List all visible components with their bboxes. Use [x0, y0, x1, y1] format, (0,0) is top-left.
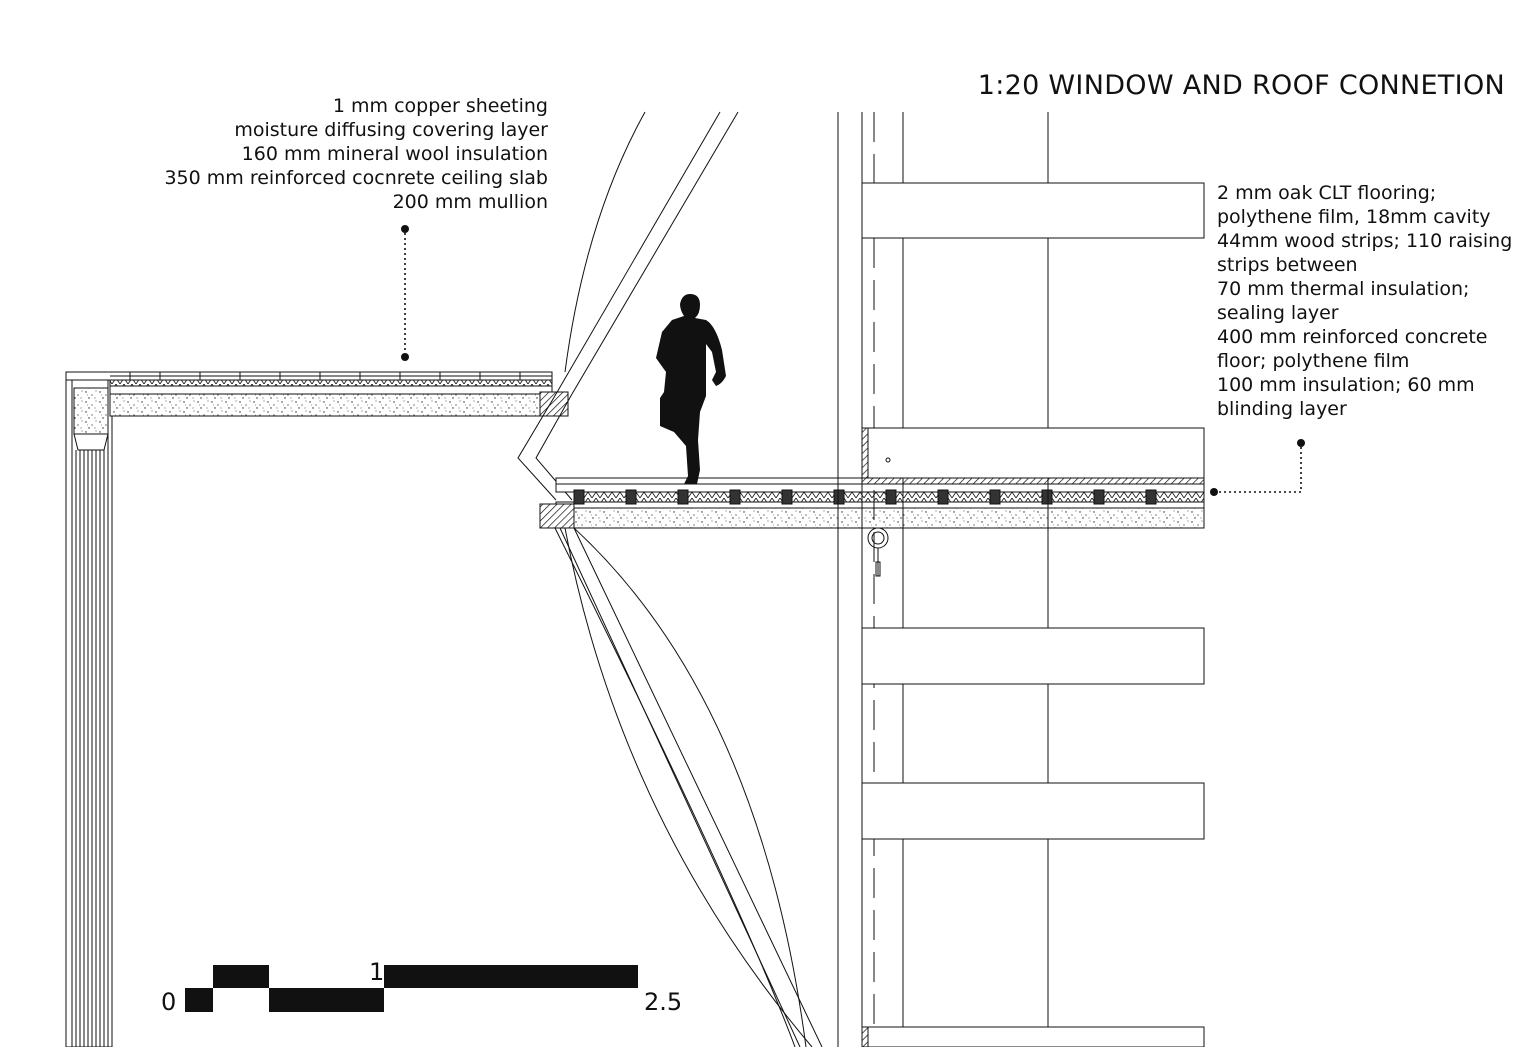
floor-note-line: 400 mm reinforced concrete — [1217, 326, 1488, 348]
roof-note-line: 200 mm mullion — [392, 191, 548, 213]
floor-note-line: 70 mm thermal insulation; — [1217, 278, 1470, 300]
drawing-title: 1:20 WINDOW AND ROOF CONNETION — [977, 70, 1505, 101]
left-column — [65, 371, 113, 1047]
floor-note-line: sealing layer — [1217, 302, 1339, 324]
roof-slab — [65, 371, 569, 417]
scale-label-0: 0 — [161, 988, 177, 1016]
roof-callout-text: 1 mm copper sheeting moisture diffusing … — [100, 94, 548, 214]
roof-note-line: 160 mm mineral wool insulation — [241, 143, 548, 165]
right-wall — [837, 112, 1205, 1047]
floor-callout-text: 2 mm oak CLT flooring; polythene film, 1… — [1217, 181, 1517, 421]
floor-note-line: polythene film, 18mm cavity — [1217, 206, 1491, 228]
floor-note-line: 2 mm oak CLT flooring; — [1217, 182, 1437, 204]
scale-label-1: 1 — [369, 958, 385, 986]
roof-note-line: moisture diffusing covering layer — [234, 119, 548, 141]
floor-note-line: blinding layer — [1217, 398, 1347, 420]
scale-label-2-5: 2.5 — [644, 988, 683, 1016]
floor-callout-leader — [1210, 439, 1305, 496]
floor-note-line: 44mm wood strips; 110 raising — [1217, 230, 1513, 252]
roof-note-line: 1 mm copper sheeting — [332, 95, 548, 117]
scale-bar — [185, 965, 638, 1012]
floor-note-line: 100 mm insulation; 60 mm — [1217, 374, 1475, 396]
floor-note-line: floor; polythene film — [1217, 350, 1410, 372]
floor-note-line: strips between — [1217, 254, 1358, 276]
glazing-facade — [517, 111, 823, 1047]
roof-callout-leader — [401, 225, 409, 361]
roof-note-line: 350 mm reinforced cocnrete ceiling slab — [164, 167, 548, 189]
person-silhouette — [656, 294, 726, 484]
floor-slab — [539, 477, 1205, 529]
